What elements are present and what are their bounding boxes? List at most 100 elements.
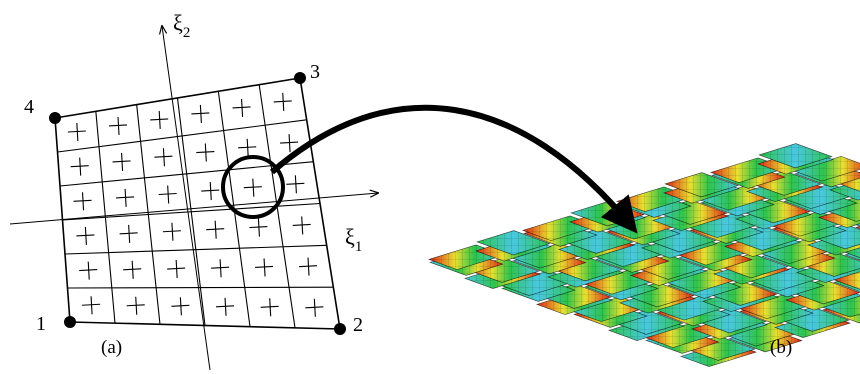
plus-marker bbox=[249, 218, 268, 237]
plus-marker bbox=[150, 110, 169, 129]
plus-marker bbox=[216, 297, 235, 316]
plus-marker-v bbox=[219, 259, 222, 278]
plus-marker-v bbox=[179, 297, 182, 316]
plus-marker-v bbox=[301, 216, 304, 235]
plus-marker-v bbox=[209, 182, 212, 201]
plus-marker bbox=[167, 259, 186, 279]
plus-marker-v bbox=[171, 222, 174, 241]
plus-marker-v bbox=[246, 138, 249, 157]
plus-marker bbox=[154, 148, 173, 167]
plus-marker bbox=[108, 116, 128, 136]
plus-marker bbox=[305, 298, 324, 317]
weft-tow-segment-mesh bbox=[664, 172, 739, 198]
node-4-label: 4 bbox=[24, 96, 34, 118]
plus-marker-v bbox=[241, 98, 244, 117]
integration-point-markers bbox=[67, 92, 324, 317]
panel-b-label: (b) bbox=[770, 337, 792, 358]
warp-tow-segment-mesh bbox=[832, 270, 860, 290]
plus-marker bbox=[76, 226, 95, 245]
plus-marker-v bbox=[307, 257, 310, 276]
mesh-line-horizontal bbox=[64, 244, 327, 255]
plus-marker bbox=[243, 178, 262, 197]
plus-marker bbox=[238, 138, 257, 157]
mesh-line-horizontal bbox=[59, 161, 314, 187]
panel-b-woven-fabric: (b) bbox=[428, 143, 860, 367]
node-1 bbox=[64, 316, 76, 328]
plus-marker bbox=[73, 192, 92, 211]
zoom-arrow bbox=[270, 104, 638, 234]
node-3 bbox=[294, 72, 306, 84]
mesh-line-horizontal bbox=[62, 202, 321, 221]
plus-marker-v bbox=[124, 188, 127, 207]
plus-marker bbox=[232, 98, 251, 117]
plus-marker bbox=[273, 92, 292, 111]
xi1-label: ξ1 bbox=[345, 224, 362, 255]
plus-marker bbox=[162, 222, 181, 241]
weft-tow-segment-mesh bbox=[855, 225, 860, 230]
plus-marker bbox=[280, 134, 299, 153]
panel-a-label: (a) bbox=[101, 337, 122, 358]
plus-marker-v bbox=[79, 157, 82, 176]
plus-marker bbox=[206, 220, 225, 239]
node-2 bbox=[334, 323, 346, 335]
plus-marker-v bbox=[121, 152, 124, 171]
plus-marker-v bbox=[158, 110, 161, 129]
plus-marker-v bbox=[252, 178, 255, 197]
plus-marker-v bbox=[84, 226, 87, 245]
plus-marker bbox=[116, 188, 135, 207]
plus-marker-v bbox=[269, 298, 272, 317]
node-1-label: 1 bbox=[36, 313, 46, 335]
plus-marker-v bbox=[162, 148, 165, 167]
plus-marker bbox=[286, 175, 305, 194]
plus-marker-v bbox=[199, 104, 202, 123]
plus-marker bbox=[196, 143, 215, 162]
plus-marker bbox=[158, 185, 177, 204]
plus-marker bbox=[119, 224, 138, 243]
plus-marker bbox=[298, 257, 318, 276]
plus-marker-v bbox=[282, 92, 285, 111]
plus-marker bbox=[123, 260, 142, 279]
node-2-label: 2 bbox=[353, 314, 363, 336]
plus-marker-v bbox=[257, 218, 260, 237]
plus-marker bbox=[292, 216, 311, 235]
plus-marker-v bbox=[294, 175, 297, 194]
plus-marker bbox=[201, 182, 220, 201]
plus-marker bbox=[255, 258, 274, 277]
plus-marker bbox=[191, 104, 210, 123]
plus-marker-v bbox=[90, 296, 93, 315]
plus-marker bbox=[67, 122, 86, 142]
plus-marker bbox=[70, 157, 89, 176]
node-3-label: 3 bbox=[310, 61, 320, 83]
xi1-axis-line bbox=[9, 193, 378, 225]
plus-marker bbox=[82, 296, 101, 315]
plus-marker-v bbox=[224, 297, 227, 316]
plus-marker bbox=[112, 152, 131, 171]
plus-marker-v bbox=[167, 185, 170, 204]
warp-tow-segment-mesh bbox=[843, 246, 860, 259]
plus-marker-v bbox=[263, 258, 266, 277]
highlight-circle bbox=[221, 155, 285, 219]
plus-marker bbox=[260, 298, 279, 317]
plus-marker bbox=[79, 261, 98, 280]
plus-marker-v bbox=[87, 261, 90, 280]
mesh-line-horizontal bbox=[57, 119, 307, 153]
xi2-axis-line bbox=[162, 26, 211, 371]
mesh-grid bbox=[54, 77, 341, 330]
plus-marker-v bbox=[313, 298, 316, 317]
plus-marker-v bbox=[204, 143, 207, 162]
node-4 bbox=[49, 112, 61, 124]
panel-a-element-mesh: 1 2 3 4 ξ1 ξ2 (a) bbox=[9, 10, 378, 371]
mesh-line-horizontal bbox=[69, 321, 341, 330]
plus-marker-v bbox=[175, 259, 178, 279]
weft-tow-segment-mesh bbox=[758, 143, 833, 169]
xi2-label: ξ2 bbox=[173, 10, 190, 41]
plus-marker bbox=[126, 296, 145, 315]
plus-marker-v bbox=[288, 134, 291, 153]
plus-marker-v bbox=[76, 122, 79, 142]
plus-marker bbox=[211, 259, 230, 278]
woven-tows bbox=[428, 143, 860, 367]
plus-marker-v bbox=[117, 116, 120, 136]
plus-marker-v bbox=[135, 296, 138, 315]
plus-marker-v bbox=[81, 192, 85, 211]
